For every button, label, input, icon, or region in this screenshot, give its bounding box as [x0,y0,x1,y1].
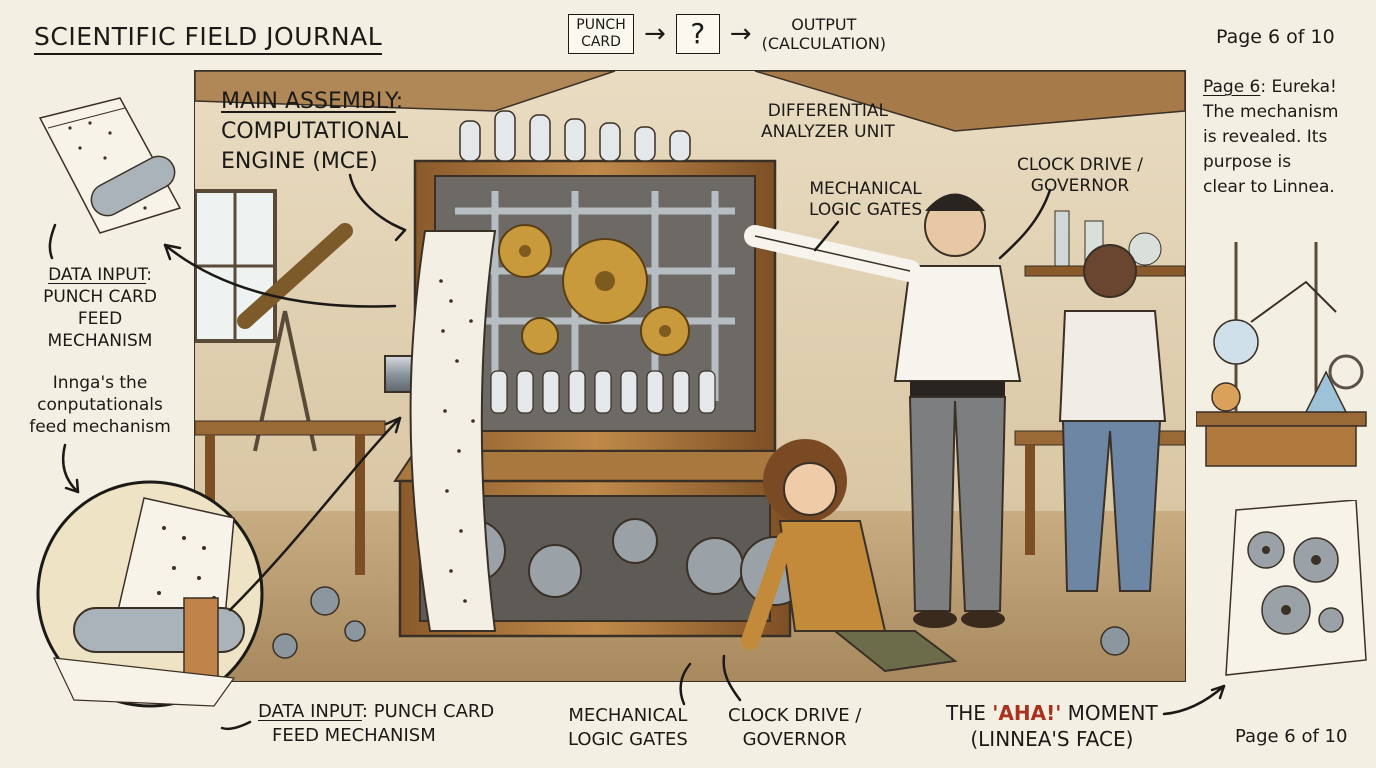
page-indicator-bottom: Page 6 of 10 [1235,726,1348,747]
aha-quote: 'AHA!' [992,701,1062,725]
main-assembly-line2: ENGINE (MCE) [221,149,378,174]
standing-scientist-figure [744,193,1022,628]
handwritten-note: Innga's the conputationals feed mechanis… [22,372,178,438]
logic-gates-line1: MECHANICAL [809,179,922,199]
chemistry-apparatus-sketch [1196,242,1367,467]
aha-line2: (LINNEA'S FACE) [970,727,1134,751]
arrow-aha [1162,684,1226,716]
page-note-line2: is revealed. Its [1203,127,1328,147]
process-flow-diagram: PUNCH CARD → ? → OUTPUT (CALCULATION) [568,14,886,54]
data-input-colon-left: : [146,265,152,285]
clock-drive-label-bottom: CLOCK DRIVE / GOVERNOR [728,704,861,752]
flow-unknown-box: ? [675,14,720,54]
main-illustration-panel: MAIN ASSEMBLY: COMPUTATIONAL ENGINE (MCE… [194,70,1186,682]
note-line2: conputationals [37,395,163,415]
thinking-observer-figure [1058,244,1167,592]
differential-line1: DIFFERENTIAL [767,101,888,121]
aha-suffix: MOMENT [1061,701,1158,725]
page-note-title-rest: : Eureka! [1260,77,1337,97]
data-input-title-bottom: DATA INPUT [258,701,362,722]
computational-engine [384,110,810,638]
clock-line2-bottom: GOVERNOR [742,729,847,750]
page-note-line4: clear to Linnea. [1203,177,1335,197]
flow-output-title: OUTPUT [791,15,857,34]
data-input-line1-left: PUNCH CARD FEED [43,287,157,329]
data-input-line2-left: MECHANISM [47,331,153,351]
clock-line1: CLOCK DRIVE / [1017,155,1143,175]
logic-gates-line2-bottom: LOGIC GATES [568,729,688,750]
aha-moment-label: THE 'AHA!' MOMENT (LINNEA'S FACE) [946,700,1158,752]
flow-output-sub: (CALCULATION) [761,34,887,53]
logic-gates-label: MECHANICAL LOGIC GATES [809,179,922,221]
data-input-label-bottom: DATA INPUT: PUNCH CARD FEED MECHANISM [258,700,494,748]
differential-analyzer-label: DIFFERENTIAL ANALYZER UNIT [761,101,895,143]
flow-arrow-icon: → [644,19,666,49]
main-assembly-label: MAIN ASSEMBLY: COMPUTATIONAL ENGINE (MCE… [221,87,408,177]
page-note-line3: purpose is [1203,152,1292,172]
main-assembly-colon: : [395,89,404,114]
aha-prefix: THE [946,701,993,725]
feed-mechanism-magnified-sketch [36,480,264,708]
flow-output-label: OUTPUT (CALCULATION) [762,15,886,53]
differential-line2: ANALYZER UNIT [761,122,895,142]
flow-arrow-icon: → [729,19,752,49]
data-input-rest-bottom: : PUNCH CARD [361,701,495,722]
logic-gates-label-bottom: MECHANICAL LOGIC GATES [568,704,688,752]
punch-card-roll-sketch [38,97,182,234]
note-line3: feed mechanism [29,417,171,437]
page-indicator-top: Page 6 of 10 [1216,26,1335,48]
clock-drive-label: CLOCK DRIVE / GOVERNOR [1017,155,1143,197]
data-input-label-left: DATA INPUT: PUNCH CARD FEED MECHANISM [22,264,178,352]
data-input-title-left: DATA INPUT [48,265,147,285]
data-input-line2-bottom: FEED MECHANISM [272,725,436,746]
arrow-bottom-input [220,720,252,730]
main-assembly-title: MAIN ASSEMBLY [221,89,396,114]
clock-line2: GOVERNOR [1030,176,1130,196]
note-line1: Innga's the [52,373,148,393]
logic-gates-line1-bottom: MECHANICAL [568,705,688,726]
page-note: Page 6: Eureka! The mechanism is reveale… [1203,75,1373,200]
journal-title: SCIENTIFIC FIELD JOURNAL [34,22,383,55]
linnea-kneeling-figure [741,439,958,673]
gear-schematic-sketch [1225,500,1367,676]
page-note-title: Page 6 [1203,77,1261,97]
main-assembly-line1: COMPUTATIONAL [221,119,409,144]
page-note-line1: The mechanism [1203,102,1339,122]
clock-line1-bottom: CLOCK DRIVE / [728,705,862,726]
workshop-scene-illustration [195,71,1185,681]
flow-punch-card-box: PUNCH CARD [568,14,634,54]
logic-gates-line2: LOGIC GATES [809,200,923,220]
